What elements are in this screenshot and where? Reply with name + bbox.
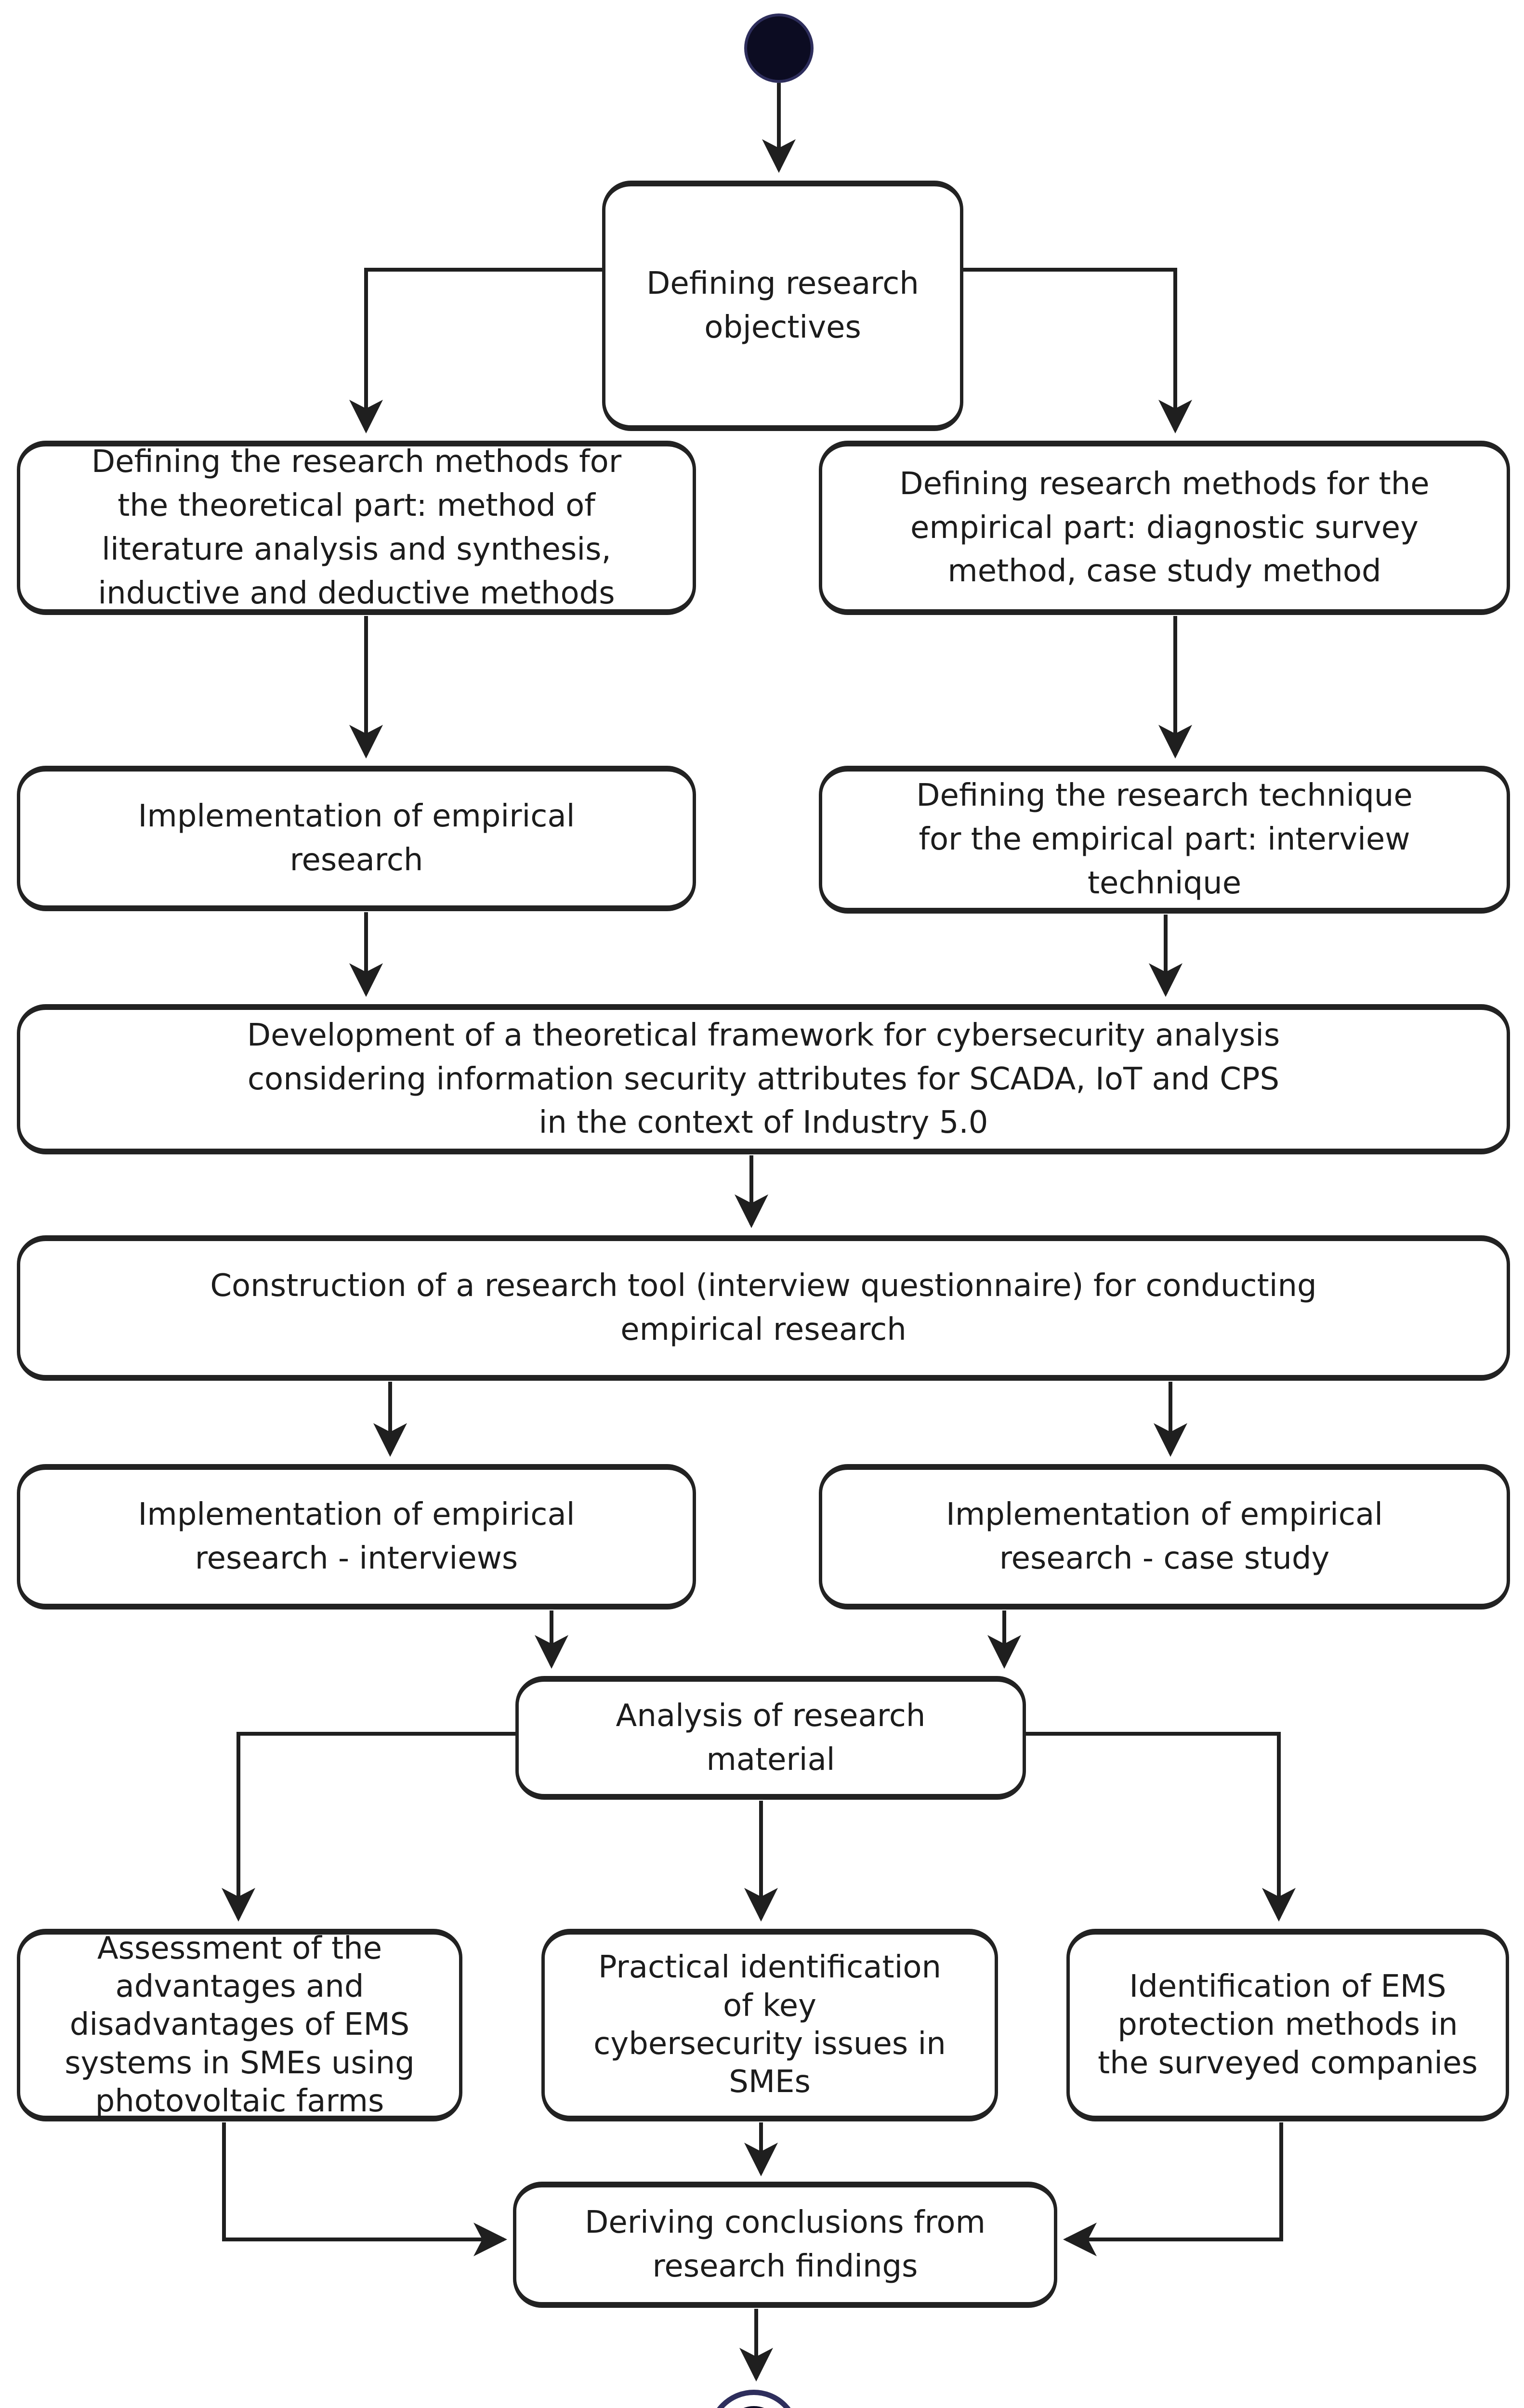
- activity-methods-empirical: Defining research methods for the empiri…: [819, 441, 1510, 615]
- edge-identification-to-conclusions: [1063, 2122, 1283, 2256]
- activity-implementation-case-study: Implementation of empirical research - c…: [819, 1464, 1510, 1610]
- activity-deriving-conclusions: Deriving conclusions from research findi…: [513, 2182, 1057, 2308]
- activity-identification-protection: Identification of EMS protection methods…: [1066, 1929, 1509, 2121]
- activity-technique-empirical: Defining the research technique for the …: [819, 766, 1510, 914]
- edge-analysis-to-identification: [1026, 1732, 1296, 1922]
- edge-objectives-to-empirical: [963, 268, 1192, 433]
- edge-analysis-to-assessment: [222, 1732, 515, 1922]
- activity-theoretical-framework: Development of a theoretical framework f…: [17, 1004, 1510, 1154]
- activity-methods-theoretical: Defining the research methods for the th…: [17, 441, 696, 615]
- activity-practical-identification: Practical identification of key cybersec…: [541, 1929, 998, 2121]
- activity-research-tool: Construction of a research tool (intervi…: [17, 1235, 1510, 1381]
- activity-implementation-empirical: Implementation of empirical research: [17, 766, 696, 911]
- activity-assessment-ems: Assessment of the advantages and disadva…: [17, 1929, 462, 2121]
- edge-assessment-to-conclusions: [222, 2122, 507, 2256]
- activity-analysis-material: Analysis of research material: [515, 1676, 1026, 1800]
- end-node-inner-dot: [724, 2406, 784, 2408]
- start-node: [744, 13, 814, 83]
- activity-defining-research-objectives: Defining research objectives: [602, 181, 963, 431]
- activity-implementation-interviews: Implementation of empirical research - i…: [17, 1464, 696, 1610]
- edge-objectives-to-theoretical: [349, 268, 602, 433]
